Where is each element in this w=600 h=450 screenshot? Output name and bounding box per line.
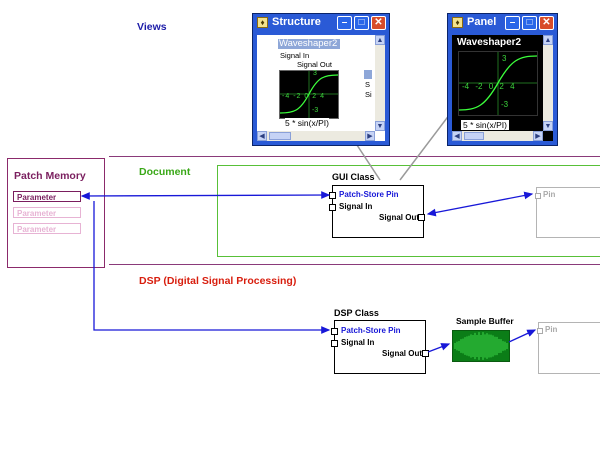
parameter-item[interactable]: Parameter bbox=[13, 207, 81, 218]
gui-out-to-pin-link bbox=[426, 191, 534, 217]
app-icon: ♦ bbox=[452, 17, 463, 28]
maximize-button[interactable]: □ bbox=[522, 16, 537, 30]
signal-out-pin-square[interactable] bbox=[418, 214, 425, 221]
side-module-header bbox=[364, 70, 372, 79]
ghost-pin-square bbox=[537, 328, 543, 334]
signal-out-pin-label: Signal Out bbox=[379, 213, 419, 222]
ghost-pin-label: Pin bbox=[545, 325, 558, 334]
x-tick: 2 bbox=[312, 93, 318, 100]
ghost-pin-box: Pin bbox=[537, 322, 600, 374]
signal-out-pin-label: Signal Out bbox=[382, 349, 422, 358]
ghost-pin-square bbox=[535, 193, 541, 199]
signal-out-pin-square[interactable] bbox=[422, 350, 429, 357]
ghost-pin-box: Pin bbox=[535, 187, 600, 238]
sample-buffer-waveform bbox=[452, 330, 510, 362]
patch-store-pin-label: Patch-Store Pin bbox=[339, 190, 399, 199]
param-to-dsp-link bbox=[93, 201, 331, 334]
x-tick: 0 bbox=[304, 93, 310, 100]
module-name: Waveshaper2 bbox=[279, 38, 338, 49]
scroll-up-button[interactable]: ▲ bbox=[375, 35, 385, 45]
scroll-right-button[interactable]: ▶ bbox=[365, 131, 375, 141]
minimize-button[interactable]: – bbox=[337, 16, 352, 30]
panel-window[interactable]: ♦ Panel – □ ✕ Waveshaper2 3 -4 -2 0 2 4 … bbox=[447, 13, 558, 146]
vertical-scrollbar[interactable]: ▲ ▼ bbox=[375, 35, 385, 131]
signal-in-pin-square[interactable] bbox=[331, 340, 338, 347]
scroll-thumb[interactable] bbox=[269, 132, 291, 140]
structure-titlebar[interactable]: ♦ Structure – □ ✕ bbox=[253, 14, 389, 32]
signal-in-label: Signal In bbox=[280, 51, 310, 60]
side-label: Si bbox=[365, 90, 372, 99]
patch-memory-box: Patch Memory Parameter Parameter Paramet… bbox=[7, 158, 105, 268]
scroll-left-button[interactable]: ◀ bbox=[257, 131, 267, 141]
x-tick: -4 bbox=[462, 82, 470, 91]
x-tick: -2 bbox=[293, 93, 302, 100]
patch-store-pin-square[interactable] bbox=[331, 328, 338, 335]
module-header[interactable] bbox=[278, 39, 340, 49]
y-tick: 3 bbox=[313, 70, 317, 77]
parameter-item[interactable]: Parameter bbox=[13, 223, 81, 234]
scroll-up-button[interactable]: ▲ bbox=[543, 35, 553, 45]
parameter-item[interactable]: Parameter bbox=[13, 191, 81, 202]
scroll-left-button[interactable]: ◀ bbox=[452, 131, 462, 141]
x-tick: 4 bbox=[510, 82, 515, 91]
patch-memory-title: Patch Memory bbox=[14, 170, 86, 182]
y-tick: 3 bbox=[502, 54, 507, 63]
scroll-down-button[interactable]: ▼ bbox=[375, 121, 385, 131]
scroll-right-button[interactable]: ▶ bbox=[533, 131, 543, 141]
views-section-title: Views bbox=[137, 21, 167, 33]
sample-buffer-title: Sample Buffer bbox=[456, 316, 514, 326]
dsp-class-box[interactable]: Patch-Store Pin Signal In Signal Out bbox=[331, 320, 429, 374]
x-ticks: -4 -2 0 2 4 bbox=[462, 82, 515, 91]
panel-view-link bbox=[399, 109, 454, 181]
dsp-out-to-buffer-link bbox=[427, 343, 451, 353]
param-to-gui-link bbox=[80, 191, 331, 200]
formula-text: 5 * sin(x/PI) bbox=[461, 120, 509, 130]
side-label: S bbox=[365, 80, 371, 89]
close-button[interactable]: ✕ bbox=[371, 16, 386, 30]
dsp-class-title: DSP Class bbox=[334, 308, 379, 318]
scroll-thumb[interactable] bbox=[464, 132, 484, 140]
y-tick: -3 bbox=[312, 107, 319, 114]
x-tick: -4 bbox=[282, 93, 291, 100]
gui-class-box[interactable]: Patch-Store Pin Signal In Signal Out bbox=[329, 185, 425, 238]
signal-in-pin-label: Signal In bbox=[339, 202, 373, 211]
transfer-curve-plot: 3 -4 -2 0 2 4 -3 bbox=[279, 70, 339, 119]
y-tick: -3 bbox=[501, 100, 509, 109]
document-separator bbox=[109, 264, 600, 265]
buffer-to-pin-link bbox=[508, 329, 537, 343]
x-tick: 0 bbox=[488, 82, 494, 91]
structure-window[interactable]: ♦ Structure – □ ✕ Waveshaper2 Signal In … bbox=[252, 13, 390, 146]
app-icon: ♦ bbox=[257, 17, 268, 28]
waveform-graphic bbox=[454, 332, 508, 360]
horizontal-scrollbar[interactable]: ◀ ▶ bbox=[452, 131, 543, 141]
document-section-title: Document bbox=[139, 166, 191, 178]
panel-titlebar[interactable]: ♦ Panel – □ ✕ bbox=[448, 14, 557, 32]
panel-window-title: Panel bbox=[467, 16, 497, 28]
signal-out-label: Signal Out bbox=[297, 60, 333, 69]
formula-text: 5 * sin(x/PI) bbox=[285, 118, 329, 128]
horizontal-scrollbar[interactable]: ◀ ▶ bbox=[257, 131, 375, 141]
x-tick: 2 bbox=[499, 82, 504, 91]
module-name: Waveshaper2 bbox=[457, 37, 522, 48]
views-separator bbox=[109, 156, 600, 157]
ghost-pin-label: Pin bbox=[543, 190, 556, 199]
structure-window-title: Structure bbox=[272, 16, 321, 28]
maximize-button[interactable]: □ bbox=[354, 16, 369, 30]
patch-store-pin-label: Patch-Store Pin bbox=[341, 326, 401, 335]
structure-canvas: Waveshaper2 Signal In Signal Out S Si 3 … bbox=[257, 35, 385, 141]
vertical-scrollbar[interactable]: ▲ ▼ bbox=[543, 35, 553, 131]
close-button[interactable]: ✕ bbox=[539, 16, 554, 30]
x-tick: 4 bbox=[320, 93, 325, 100]
panel-canvas: Waveshaper2 3 -4 -2 0 2 4 -3 5 * sin(x/P… bbox=[452, 35, 553, 141]
scroll-down-button[interactable]: ▼ bbox=[543, 121, 553, 131]
minimize-button[interactable]: – bbox=[505, 16, 520, 30]
x-tick: -2 bbox=[475, 82, 483, 91]
transfer-curve-plot: 3 -4 -2 0 2 4 -3 bbox=[458, 51, 538, 116]
x-ticks: -4 -2 0 2 4 bbox=[282, 93, 325, 100]
signal-in-pin-label: Signal In bbox=[341, 338, 375, 347]
dsp-section-title: DSP (Digital Signal Processing) bbox=[139, 275, 297, 287]
signal-in-pin-square[interactable] bbox=[329, 204, 336, 211]
gui-class-title: GUI Class bbox=[332, 172, 375, 182]
